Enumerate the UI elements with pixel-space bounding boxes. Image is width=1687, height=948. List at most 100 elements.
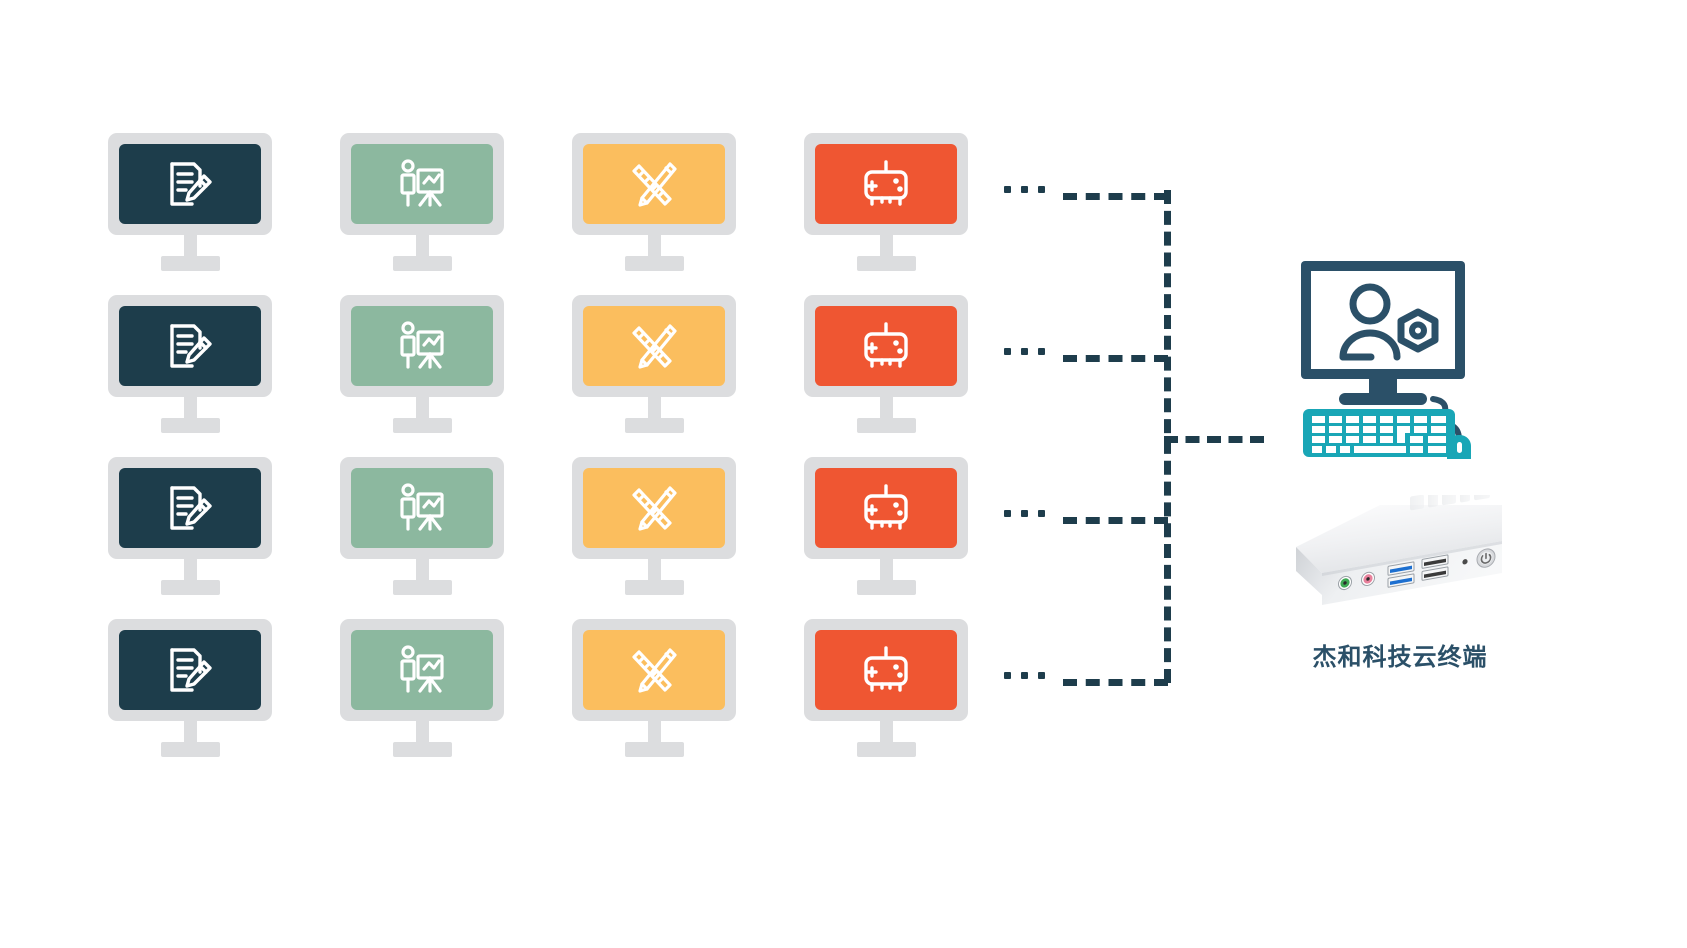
monitor-screen <box>351 306 493 386</box>
usb2-port-lower <box>1421 566 1449 581</box>
monitor-bezel <box>572 133 736 235</box>
client-monitor-presenting-row2[interactable] <box>340 295 504 433</box>
monitor-neck <box>184 397 197 420</box>
monitor-base <box>393 418 452 433</box>
user-settings-icon <box>1339 283 1401 361</box>
ellipsis-dot <box>1004 186 1011 193</box>
connector-branch-row-4 <box>1063 679 1168 686</box>
client-monitor-gaming-row3[interactable] <box>804 457 968 595</box>
monitor-screen <box>119 630 261 710</box>
monitor-base <box>393 580 452 595</box>
ellipsis-dot <box>1021 348 1028 355</box>
usb3-port-lower <box>1387 573 1415 588</box>
ellipsis-dot <box>1004 348 1011 355</box>
monitor-neck <box>184 235 197 258</box>
monitor-base <box>625 742 684 757</box>
monitor-screen <box>351 144 493 224</box>
client-monitor-presenting-row4[interactable] <box>340 619 504 757</box>
pencil-ruler-icon <box>632 486 677 531</box>
mini-pc-icon <box>1296 484 1502 605</box>
monitor-base <box>161 256 220 271</box>
monitor-bezel <box>804 133 968 235</box>
device-caption-label: 杰和科技云终端 <box>1312 644 1488 671</box>
ellipsis-dot <box>1038 348 1045 355</box>
monitor-neck <box>416 559 429 582</box>
client-monitor-gaming-row2[interactable] <box>804 295 968 433</box>
presentation-easel-icon <box>400 645 444 693</box>
monitor-neck <box>880 559 893 582</box>
client-monitor-gaming-row1[interactable] <box>804 133 968 271</box>
monitor-base <box>161 418 220 433</box>
pencil-ruler-icon <box>632 648 677 693</box>
admin-workstation <box>1283 259 1483 469</box>
microphone-port <box>1361 571 1375 586</box>
monitor-screen <box>815 144 957 224</box>
presentation-easel-icon <box>400 159 444 207</box>
monitor-neck <box>184 559 197 582</box>
monitor-base <box>393 742 452 757</box>
monitor-base <box>625 580 684 595</box>
connector-branch-row-3 <box>1063 517 1168 524</box>
monitor-screen <box>583 144 725 224</box>
ellipsis-dot <box>1004 510 1011 517</box>
presentation-easel-icon <box>400 321 444 369</box>
gear-hex-icon <box>1397 308 1439 353</box>
mini-pc-device <box>1262 484 1502 630</box>
monitor-bezel <box>108 133 272 235</box>
monitor-base <box>625 256 684 271</box>
monitor-bezel <box>804 619 968 721</box>
monitor-screen <box>351 630 493 710</box>
ellipsis-dot <box>1038 672 1045 679</box>
document-edit-icon <box>170 486 212 530</box>
monitor-base <box>857 418 916 433</box>
ellipsis-dot <box>1021 510 1028 517</box>
monitor-neck <box>416 721 429 744</box>
ellipsis-dot <box>1038 186 1045 193</box>
monitor-base <box>857 742 916 757</box>
usb3-port-upper <box>1387 561 1415 576</box>
connector-branch-row-2 <box>1063 355 1168 362</box>
document-edit-icon <box>170 324 212 368</box>
client-monitor-gaming-row4[interactable] <box>804 619 968 757</box>
client-monitor-grid <box>108 133 988 760</box>
monitor-neck <box>648 397 661 420</box>
client-monitor-documents-row3[interactable] <box>108 457 272 595</box>
monitor-screen <box>815 306 957 386</box>
monitor-neck <box>416 235 429 258</box>
client-monitor-design-row3[interactable] <box>572 457 736 595</box>
keyboard-icon <box>1303 409 1455 457</box>
client-monitor-documents-row2[interactable] <box>108 295 272 433</box>
power-button <box>1476 548 1496 568</box>
monitor-neck <box>648 721 661 744</box>
ellipsis-dot <box>1038 510 1045 517</box>
ellipsis-row-4 <box>1004 672 1045 679</box>
monitor-screen <box>351 468 493 548</box>
client-monitor-presenting-row3[interactable] <box>340 457 504 595</box>
document-edit-icon <box>170 162 212 206</box>
client-monitor-presenting-row1[interactable] <box>340 133 504 271</box>
monitor-bezel <box>340 619 504 721</box>
monitor-base <box>161 742 220 757</box>
client-monitor-design-row1[interactable] <box>572 133 736 271</box>
monitor-screen <box>583 630 725 710</box>
monitor-bezel <box>572 619 736 721</box>
monitor-base <box>625 418 684 433</box>
client-monitor-documents-row4[interactable] <box>108 619 272 757</box>
client-monitor-documents-row1[interactable] <box>108 133 272 271</box>
monitor-bezel <box>108 619 272 721</box>
monitor-base <box>393 256 452 271</box>
monitor-neck <box>880 721 893 744</box>
monitor-bezel <box>804 457 968 559</box>
monitor-neck <box>880 397 893 420</box>
monitor-bezel <box>572 457 736 559</box>
presentation-easel-icon <box>400 483 444 531</box>
client-monitor-design-row4[interactable] <box>572 619 736 757</box>
monitor-bezel <box>340 457 504 559</box>
monitor-bezel <box>572 295 736 397</box>
gamepad-icon <box>864 646 908 692</box>
client-monitor-design-row2[interactable] <box>572 295 736 433</box>
monitor-neck <box>416 397 429 420</box>
pencil-ruler-icon <box>632 324 677 369</box>
monitor-base <box>857 256 916 271</box>
monitor-bezel <box>108 295 272 397</box>
